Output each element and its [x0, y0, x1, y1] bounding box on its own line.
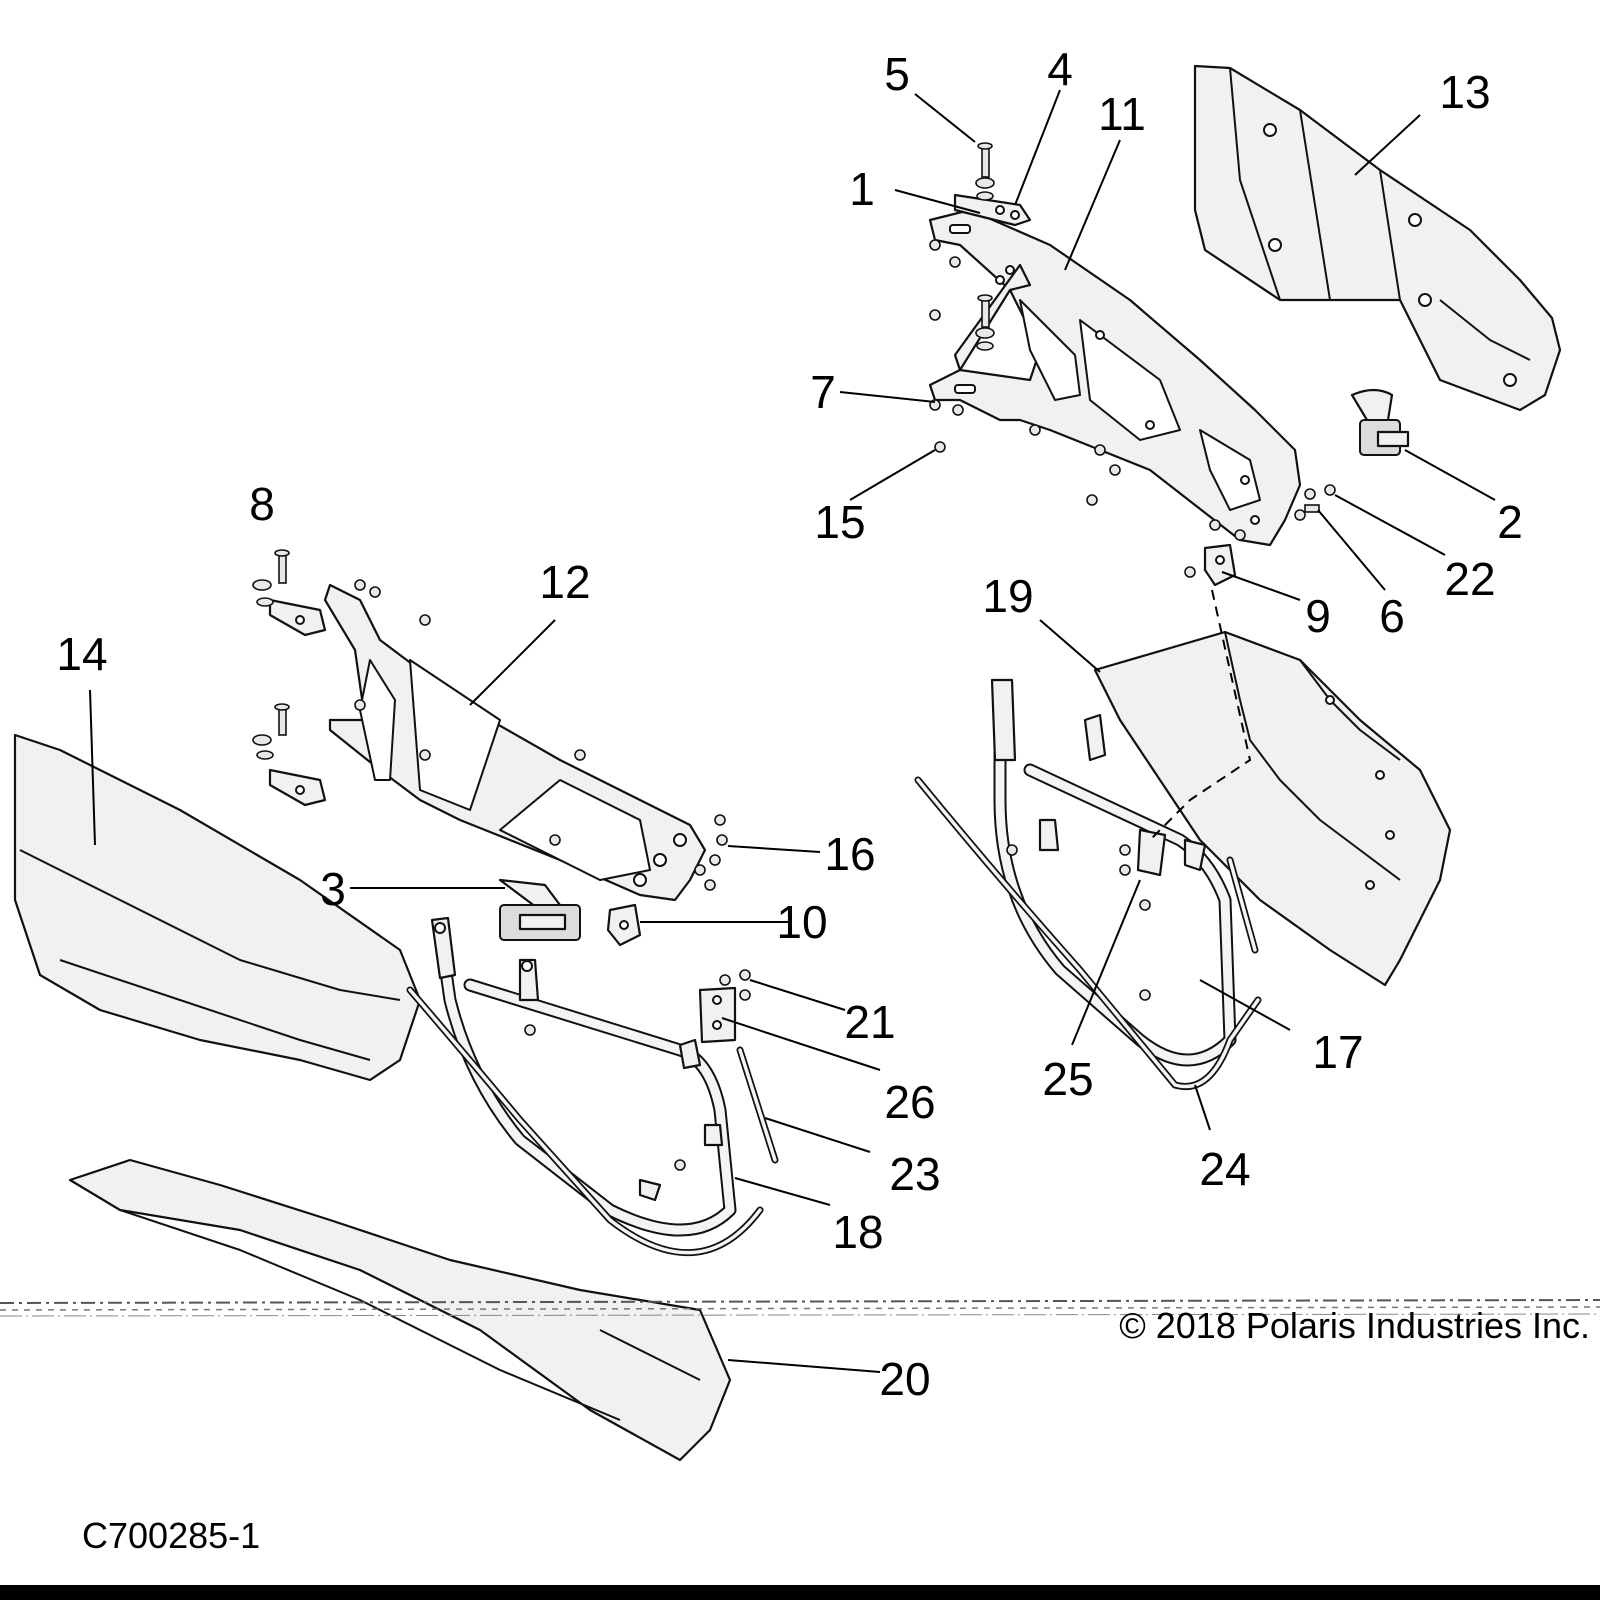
part-14-front-door-panel — [13, 733, 422, 1082]
callout-17: 17 — [1312, 1026, 1363, 1078]
callout-5: 5 — [884, 48, 910, 100]
part-4-hinge-lower — [953, 263, 1032, 372]
callout-10: 10 — [776, 896, 827, 948]
callout-26: 26 — [884, 1076, 935, 1128]
callout-15: 15 — [814, 496, 865, 548]
callout-25: 25 — [1042, 1053, 1093, 1105]
part-13-rear-door-panel — [1193, 64, 1562, 412]
part-17-rear-tube-frame — [990, 678, 1237, 1067]
part-6-22-hardware — [1304, 484, 1336, 513]
part-3-front-latch — [498, 878, 581, 941]
callout-2: 2 — [1497, 496, 1523, 548]
callout-14: 14 — [56, 628, 107, 680]
part-20-lower-front-panel — [68, 1158, 732, 1462]
callout-8: 8 — [249, 478, 275, 530]
part-21-screws — [719, 969, 751, 1001]
part-4-hinge-upper — [953, 193, 1032, 227]
callout-21: 21 — [844, 996, 895, 1048]
callout-19: 19 — [982, 570, 1033, 622]
part-26-plate — [698, 986, 737, 1044]
callout-20: 20 — [879, 1353, 930, 1405]
part-19-rear-door-outer-panel — [1093, 630, 1452, 987]
bottom-border — [0, 1585, 1600, 1600]
part-5-hinge-bolts — [975, 142, 995, 351]
callout-12: 12 — [539, 556, 590, 608]
part-18-front-seal — [406, 986, 764, 1256]
callout-1: 1 — [849, 163, 875, 215]
part-12-front-door-frame — [323, 583, 707, 902]
part-10-front-striker — [606, 903, 642, 947]
callout-4: 4 — [1047, 43, 1073, 95]
callout-7: 7 — [810, 366, 836, 418]
part-8-front-hinges — [252, 549, 327, 807]
callout-18: 18 — [832, 1206, 883, 1258]
callout-23: 23 — [889, 1148, 940, 1200]
callout-9: 9 — [1305, 590, 1331, 642]
part-23-seal — [736, 1046, 779, 1164]
part-2-rear-latch — [1350, 388, 1410, 456]
copyright-notice: © 2018 Polaris Industries Inc. — [1119, 1305, 1590, 1346]
part-7-15-screws-rear — [929, 239, 1316, 541]
part-25-bracket — [1119, 828, 1207, 877]
callout-11: 11 — [1098, 88, 1146, 140]
callout-labels: 1 2 3 4 5 6 7 8 9 10 11 12 13 14 15 16 1… — [56, 43, 1522, 1405]
part-16-front-screws — [354, 579, 728, 891]
part-11-rear-door-frame — [928, 208, 1302, 547]
callout-16: 16 — [824, 828, 875, 880]
callout-24: 24 — [1199, 1143, 1250, 1195]
callout-22: 22 — [1444, 553, 1495, 605]
callout-13: 13 — [1439, 66, 1490, 118]
callout-3: 3 — [320, 863, 346, 915]
part-9-striker-rear — [1184, 543, 1237, 587]
part-24-rear-seal — [914, 776, 1262, 1090]
callout-6: 6 — [1379, 590, 1405, 642]
leader-lines — [89, 89, 1496, 1373]
drawing-id: C700285-1 — [82, 1515, 260, 1556]
assembly-dashed-line — [1149, 589, 1252, 841]
scan-banding — [0, 1299, 1600, 1317]
